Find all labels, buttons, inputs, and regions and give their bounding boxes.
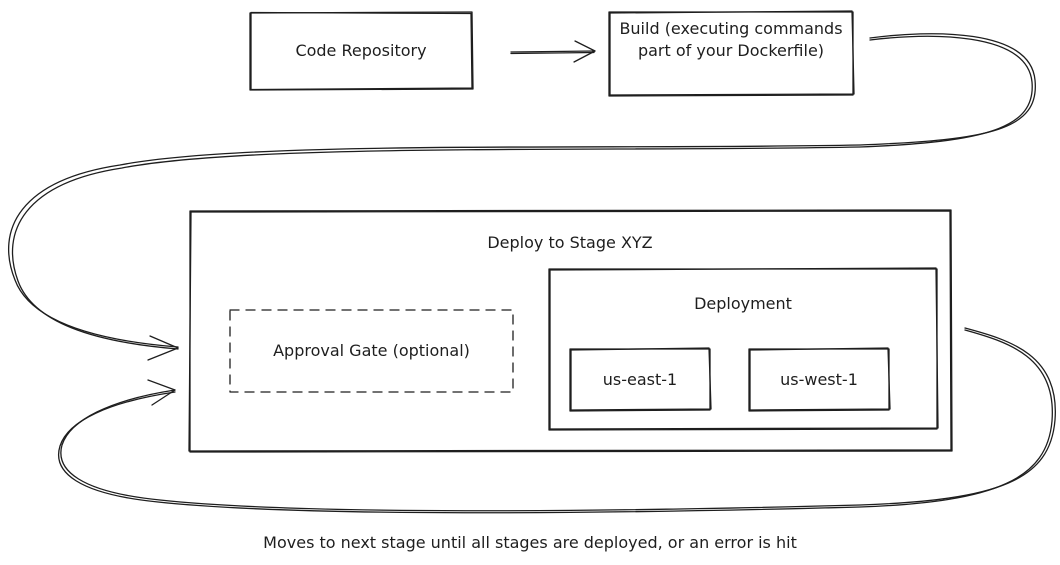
code-repository-box <box>249 11 474 91</box>
arrow-repo-to-build <box>510 40 596 63</box>
build-label: Build (executing commands part of your D… <box>619 19 843 60</box>
deployment-title: Deployment <box>694 294 792 313</box>
region-east-box <box>569 347 712 412</box>
stage-box <box>188 209 953 453</box>
stage-title: Deploy to Stage XYZ <box>487 233 653 252</box>
approval-gate-box <box>229 309 514 393</box>
arrow-build-to-stage <box>7 33 1036 361</box>
build-box <box>608 10 855 97</box>
footer-note: Moves to next stage until all stages are… <box>263 533 797 552</box>
deployment-box <box>548 267 939 431</box>
region-west-box <box>748 347 891 412</box>
region-east-label: us-east-1 <box>602 370 678 389</box>
region-west-label: us-west-1 <box>780 370 858 389</box>
approval-gate-label: Approval Gate (optional) <box>273 341 470 360</box>
arrow-loop-back <box>58 327 1056 514</box>
code-repository-label: Code Repository <box>295 41 427 60</box>
